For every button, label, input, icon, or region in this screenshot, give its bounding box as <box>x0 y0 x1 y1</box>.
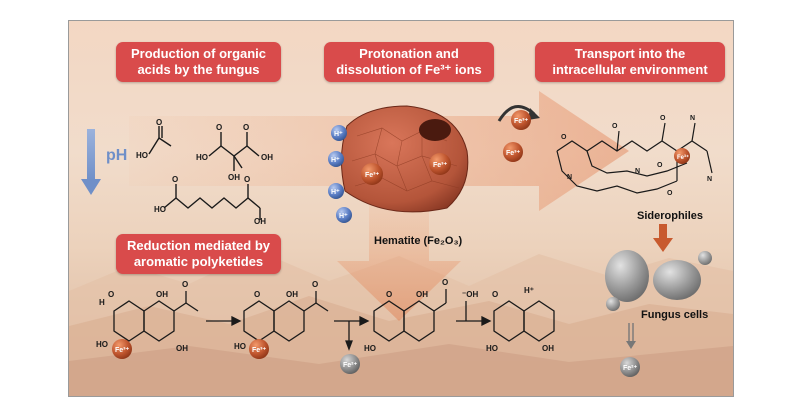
svg-text:O: O <box>561 134 567 141</box>
proton-ions: H⁺ H⁺ H⁺ H⁺ <box>328 125 352 223</box>
svg-text:H⁺: H⁺ <box>524 286 534 295</box>
svg-text:H: H <box>99 298 105 307</box>
fungus-cells <box>605 250 712 311</box>
siderophiles-label: Siderophiles <box>637 210 704 222</box>
heading-reduction: Reduction mediated by aromatic polyketid… <box>116 234 281 274</box>
svg-text:Fe³⁺: Fe³⁺ <box>252 347 267 354</box>
svg-text:N: N <box>690 115 695 122</box>
svg-text:OH: OH <box>286 290 298 299</box>
fe3-ions-released: Fe³⁺ Fe³⁺ <box>503 110 531 162</box>
svg-text:HO: HO <box>154 205 166 214</box>
heading-organic-acids: Production of organic acids by the fungu… <box>116 42 281 82</box>
reduction-output-arrow-icon <box>626 323 636 349</box>
svg-text:N: N <box>567 174 572 181</box>
heading-protonation: Protonation and dissolution of Fe³⁺ ions <box>324 42 494 82</box>
svg-text:H⁺: H⁺ <box>331 189 340 196</box>
siderophile-molecule: O O O N N N O O N Fe³⁺ <box>556 115 713 197</box>
hematite-label: Hematite (Fe₂O₃) <box>374 235 463 247</box>
heading-transport: Transport into the intracellular environ… <box>535 42 725 82</box>
svg-text:Fe³⁺: Fe³⁺ <box>677 154 689 161</box>
svg-text:O: O <box>156 118 162 127</box>
svg-text:N: N <box>707 176 712 183</box>
svg-text:O: O <box>243 123 249 132</box>
svg-text:HO: HO <box>234 342 246 351</box>
svg-text:OH: OH <box>254 217 266 226</box>
svg-text:Fe³⁺: Fe³⁺ <box>514 118 529 125</box>
svg-text:O: O <box>612 123 618 130</box>
svg-text:Fe²⁺: Fe²⁺ <box>343 362 358 369</box>
svg-text:Fe³⁺: Fe³⁺ <box>115 347 130 354</box>
svg-text:O: O <box>254 290 260 299</box>
svg-text:OH: OH <box>228 173 240 182</box>
svg-text:N: N <box>635 168 640 175</box>
svg-text:O: O <box>216 123 222 132</box>
svg-text:HO: HO <box>364 344 376 353</box>
svg-text:O: O <box>386 290 392 299</box>
svg-text:OH: OH <box>416 290 428 299</box>
svg-text:O: O <box>442 278 448 287</box>
svg-text:O: O <box>108 290 114 299</box>
fe2-ion-reduction: Fe²⁺ <box>340 354 360 374</box>
fe3-ions-reduction: Fe³⁺ Fe³⁺ <box>112 339 269 359</box>
svg-text:OH: OH <box>542 344 554 353</box>
svg-text:O: O <box>667 190 673 197</box>
svg-text:O: O <box>172 175 178 184</box>
organic-acid-molecules: HO O HO O OH O OH HO O O OH <box>136 118 273 226</box>
mountain-background <box>69 251 733 396</box>
ph-arrow-icon <box>81 129 101 195</box>
fe3-ions-on-rock: Fe³⁺ Fe³⁺ <box>361 153 451 185</box>
ph-label: pH <box>106 147 128 164</box>
release-arrow-icon <box>497 105 540 122</box>
svg-text:H⁺: H⁺ <box>334 131 343 138</box>
svg-text:HO: HO <box>486 344 498 353</box>
svg-text:O: O <box>657 162 663 169</box>
svg-text:O: O <box>660 115 666 122</box>
svg-text:O: O <box>182 280 188 289</box>
fe2-ion-cell: Fe²⁺ <box>620 357 640 377</box>
svg-text:⁻OH: ⁻OH <box>462 290 478 299</box>
svg-text:Fe³⁺: Fe³⁺ <box>506 150 521 157</box>
down-arrow-icon <box>653 224 673 252</box>
svg-text:H⁺: H⁺ <box>339 213 348 220</box>
svg-text:Fe²⁺: Fe²⁺ <box>623 365 638 372</box>
svg-text:OH: OH <box>156 290 168 299</box>
svg-text:O: O <box>312 280 318 289</box>
svg-text:HO: HO <box>136 151 148 160</box>
svg-text:H⁺: H⁺ <box>331 157 340 164</box>
svg-text:OH: OH <box>176 344 188 353</box>
svg-text:OH: OH <box>261 153 273 162</box>
svg-text:HO: HO <box>96 340 108 349</box>
svg-text:Fe³⁺: Fe³⁺ <box>433 162 448 169</box>
svg-text:Fe³⁺: Fe³⁺ <box>365 172 380 179</box>
svg-text:O: O <box>244 175 250 184</box>
fungus-cells-label: Fungus cells <box>641 309 709 321</box>
figure-frame: Production of organic acids by the fungu… <box>68 20 734 397</box>
svg-text:O: O <box>492 290 498 299</box>
svg-text:HO: HO <box>196 153 208 162</box>
